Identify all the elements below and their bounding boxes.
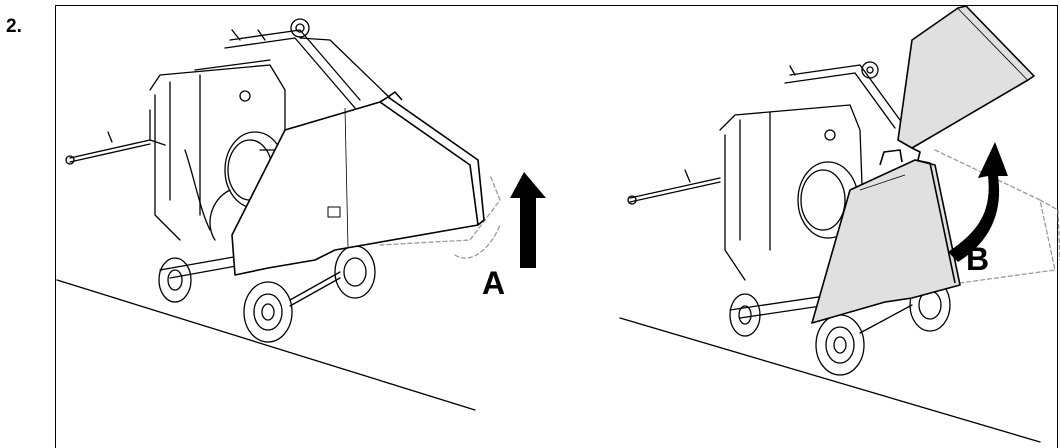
blade-guard-right-lid: [897, 5, 1035, 161]
ground-line-right: [619, 317, 1041, 443]
arrow-label-a: A: [482, 265, 505, 301]
arrow-label-b: B: [966, 241, 989, 277]
step-number: 2.: [6, 16, 22, 37]
blade-guard-left: [231, 91, 485, 276]
ground-line-left: [56, 279, 476, 411]
arrow-up-icon: [510, 172, 546, 268]
arrow-curved-up-icon: [948, 142, 1008, 262]
blade-guard-right-lower: [811, 149, 961, 324]
machine-left: [56, 18, 501, 411]
figure-frame: [55, 5, 1058, 448]
